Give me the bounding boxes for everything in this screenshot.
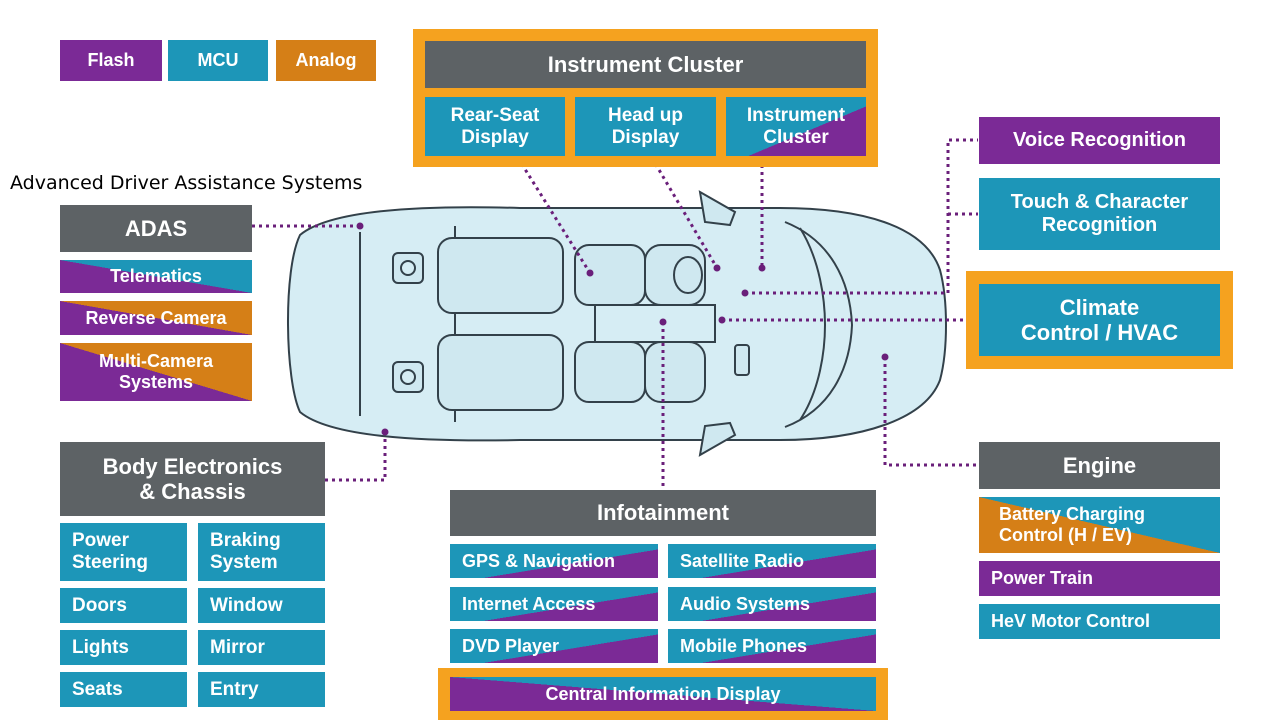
legend-analog: Analog [276,40,376,81]
connector-head-up [650,157,719,269]
satellite-radio: Satellite Radio [668,544,876,578]
connector-engine [883,357,978,467]
window: Window [198,588,325,623]
doors: Doors [60,588,187,623]
legend-mcu: MCU [168,40,268,81]
connector-body [325,432,387,482]
infotainment-title: Infotainment [450,490,876,536]
internet-access: Internet Access [450,587,658,621]
connector-lines [252,138,978,490]
connector-voice [745,138,978,295]
connector-rear-seat [516,157,592,274]
central-information-display: Central Information Display [450,677,876,711]
engine-title: Engine [979,442,1220,489]
head-up-display: Head up Display [575,97,716,156]
braking-system: Braking System [198,523,325,581]
adas-title: ADAS [60,205,252,252]
instrument-cluster-item: Instrument Cluster [726,97,866,156]
battery-charging-control: Battery Charging Control (H / EV) [979,497,1220,553]
rear-seat-display: Rear-Seat Display [425,97,565,156]
audio-systems: Audio Systems [668,587,876,621]
adas-caption: Advanced Driver Assistance Systems [10,172,363,194]
touch-character-recognition: Touch & Character Recognition [979,178,1220,250]
car-illustration [287,190,947,457]
voice-recognition: Voice Recognition [979,117,1220,164]
legend-flash: Flash [60,40,162,81]
seats: Seats [60,672,187,707]
mobile-phones: Mobile Phones [668,629,876,663]
mirror: Mirror [198,630,325,665]
lights: Lights [60,630,187,665]
entry: Entry [198,672,325,707]
body-electronics-title: Body Electronics & Chassis [60,442,325,516]
reverse-camera: Reverse Camera [60,301,252,335]
instrument-cluster-title: Instrument Cluster [425,41,866,88]
multi-camera-systems: Multi-Camera Systems [60,343,252,401]
hev-motor-control: HeV Motor Control [979,604,1220,639]
power-steering: Power Steering [60,523,187,581]
gps-navigation: GPS & Navigation [450,544,658,578]
power-train: Power Train [979,561,1220,596]
dvd-player: DVD Player [450,629,658,663]
connector-dots [356,222,889,436]
climate-control-hvac: Climate Control / HVAC [979,284,1220,356]
telematics: Telematics [60,260,252,293]
